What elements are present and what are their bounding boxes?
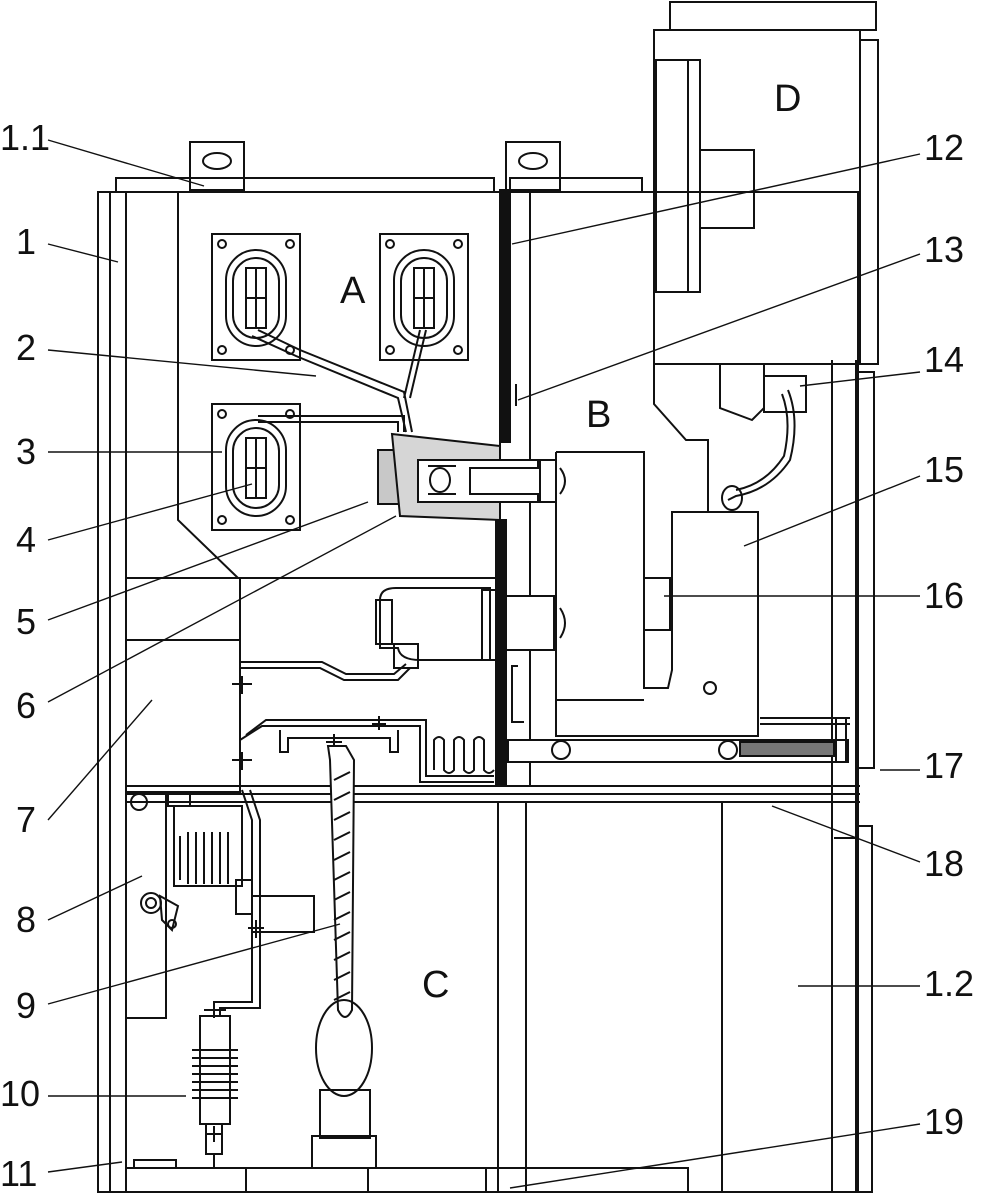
- current-transformer: [125, 577, 241, 793]
- callout-19: 19: [924, 1101, 965, 1142]
- callout-9: 9: [16, 985, 37, 1026]
- callout-16: 16: [924, 575, 965, 616]
- callout-7: 7: [16, 799, 37, 840]
- earthing-switch: [125, 791, 315, 1019]
- callout-6: 6: [16, 685, 37, 726]
- callout-15: 15: [924, 449, 965, 490]
- zone-label-b: B: [586, 394, 612, 436]
- busbar-insulator-1: [211, 233, 301, 361]
- busbars: [251, 329, 427, 433]
- callout-12: 12: [924, 127, 965, 168]
- callout-1-2: 1.2: [924, 963, 975, 1004]
- lower-contact-bushing: [375, 587, 566, 669]
- callout-13: 13: [924, 229, 965, 270]
- busbar-insulator-3: [211, 403, 301, 531]
- callout-1: 1: [16, 221, 37, 262]
- zone-label-c: C: [422, 964, 450, 1006]
- callout-10: 10: [0, 1073, 41, 1114]
- callout-4: 4: [16, 519, 37, 560]
- compartment-floor: [126, 785, 860, 1192]
- callout-1-1: 1.1: [0, 117, 51, 158]
- callout-5: 5: [16, 601, 37, 642]
- callout-18: 18: [924, 843, 965, 884]
- lv-compartment-d: [653, 1, 879, 512]
- zone-label-a: A: [340, 270, 366, 312]
- callout-14: 14: [924, 339, 965, 380]
- callout-11: 11: [0, 1153, 38, 1194]
- callout-8: 8: [16, 899, 37, 940]
- callout-17: 17: [924, 745, 965, 786]
- callout-2: 2: [16, 327, 37, 368]
- operating-rod: [311, 745, 377, 1169]
- base-plate: [125, 1159, 689, 1193]
- callout-3: 3: [16, 431, 37, 472]
- zone-label-d: D: [774, 78, 802, 120]
- upper-contact-bushing: [377, 432, 566, 522]
- cable-terminal: [192, 1002, 238, 1168]
- leader-lines: [47, 139, 921, 1189]
- breaker-truck-b: [507, 384, 850, 786]
